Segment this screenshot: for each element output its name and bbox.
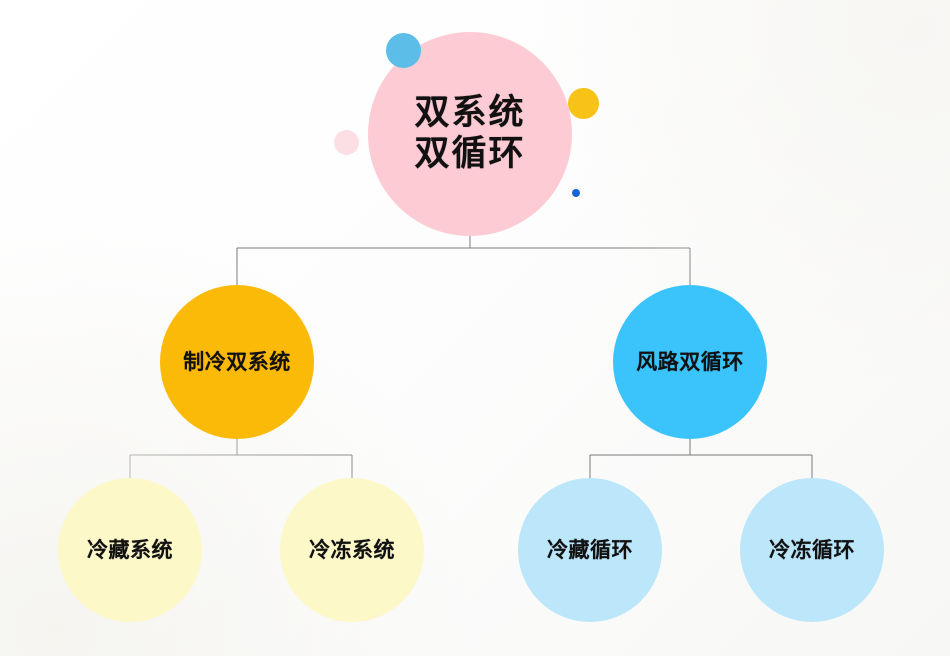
node-freezer-system[interactable]: 冷冻系统 bbox=[280, 478, 424, 622]
node-cooling-system-label: 制冷双系统 bbox=[183, 349, 291, 374]
node-cooling-system[interactable]: 制冷双系统 bbox=[160, 285, 314, 439]
node-root-label: 双系统 双循环 bbox=[414, 92, 526, 174]
decorative-blue-circle bbox=[386, 33, 421, 68]
node-freezer-system-label: 冷冻系统 bbox=[309, 537, 395, 562]
decorative-amber-circle bbox=[568, 88, 599, 119]
node-freezer-loop[interactable]: 冷冻循环 bbox=[740, 478, 884, 622]
decorative-blue-dot bbox=[572, 189, 580, 197]
decorative-pink-circle bbox=[334, 130, 359, 155]
node-air-circulation[interactable]: 风路双循环 bbox=[613, 285, 767, 439]
node-freezer-loop-label: 冷冻循环 bbox=[769, 537, 855, 562]
node-fridge-system-label: 冷藏系统 bbox=[87, 537, 173, 562]
node-fridge-system[interactable]: 冷藏系统 bbox=[58, 478, 202, 622]
node-fridge-loop[interactable]: 冷藏循环 bbox=[518, 478, 662, 622]
node-fridge-loop-label: 冷藏循环 bbox=[547, 537, 633, 562]
node-air-circulation-label: 风路双循环 bbox=[636, 349, 744, 374]
